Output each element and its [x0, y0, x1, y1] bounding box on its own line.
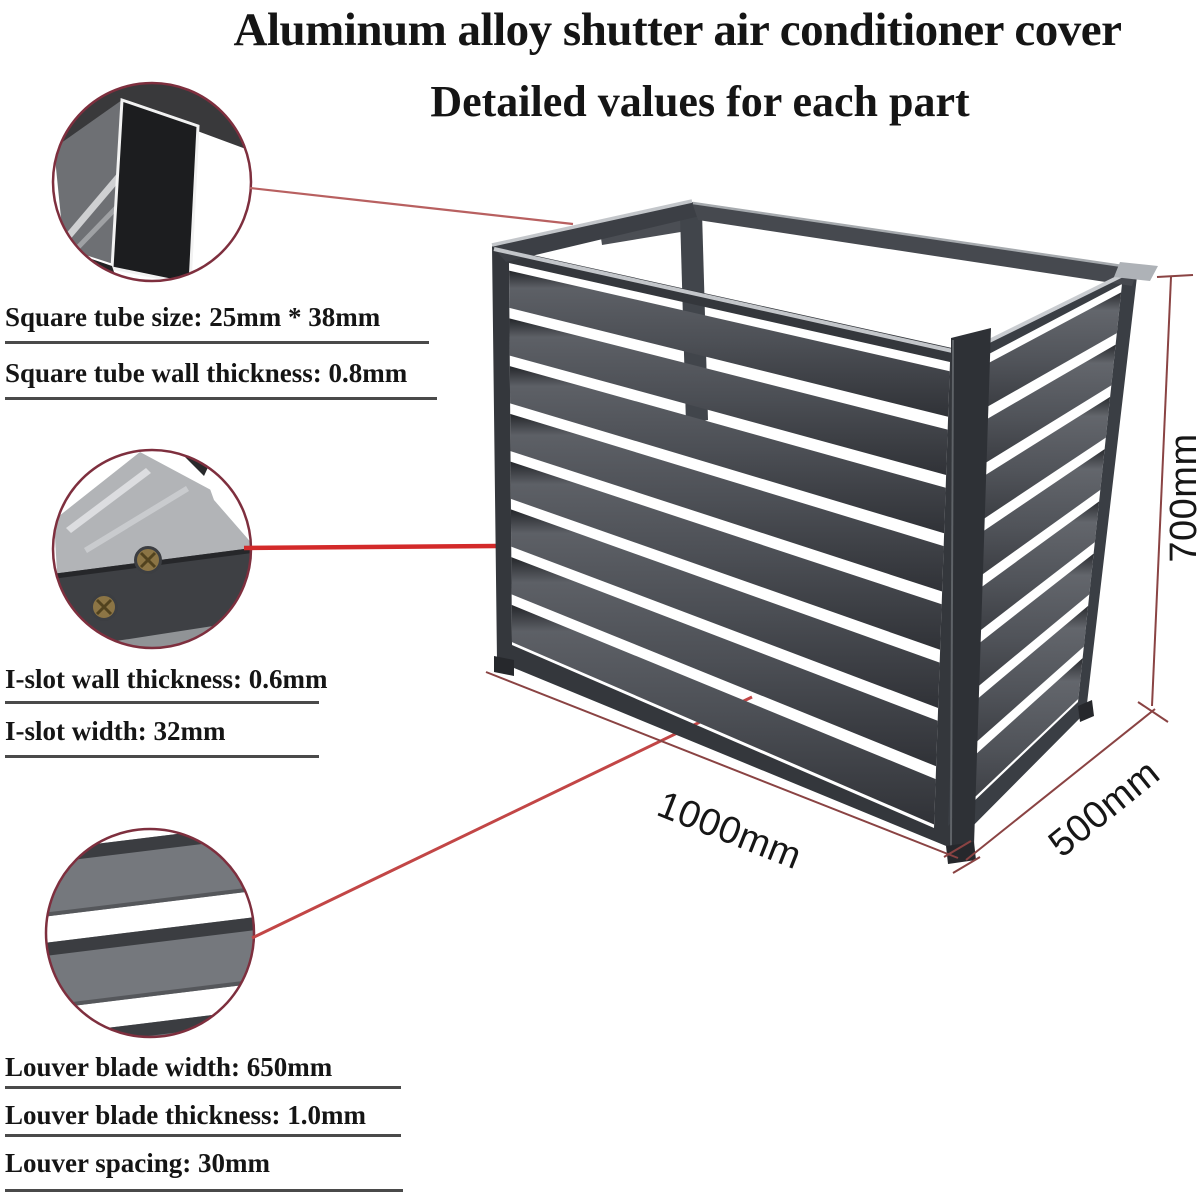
spec-louver-blade-thickness: Louver blade thickness: 1.0mm [5, 1099, 401, 1137]
louver-blade [957, 449, 1105, 593]
louver-blade [963, 292, 1122, 421]
top-frame-left-rail [492, 202, 700, 262]
louver-blade [510, 461, 942, 650]
spec-square-tube-size: Square tube size: 25mm * 38mm [5, 301, 429, 344]
callout-line-square-tube [249, 186, 574, 226]
dimension-width-label: 1000mm [652, 784, 808, 878]
louver-blade [509, 270, 950, 417]
louver-blade [511, 557, 938, 767]
louver-blade [959, 396, 1111, 536]
louver-blade [961, 344, 1116, 478]
louver-blade [948, 658, 1083, 823]
back-rail-highlight [692, 201, 1137, 270]
spec-i-slot-wall-thickness: I-slot wall thickness: 0.6mm [5, 663, 328, 704]
louver-blade [952, 553, 1094, 708]
right-post-cap [1114, 262, 1158, 281]
right-louvers [948, 292, 1122, 823]
spec-louver-blade-width: Louver blade width: 650mm [5, 1051, 401, 1089]
left-rail-highlight [491, 199, 693, 247]
corner-post [951, 328, 991, 848]
callout-circle-square-tube [51, 81, 253, 283]
dimension-height-label: 700mm [1163, 433, 1200, 562]
callout-line-louver [251, 695, 753, 940]
louver-blade [510, 413, 944, 592]
front-rail-highlight [493, 247, 967, 356]
dimension-depth-label: 500mm [1041, 752, 1168, 866]
i-slot-photo [53, 450, 251, 648]
louver-blade [510, 509, 940, 708]
dimension-height: 700mm [1151, 274, 1200, 707]
callout-circle-louver [44, 827, 256, 1039]
louver-blade [509, 318, 948, 475]
front-louvers [509, 270, 950, 825]
interior-rail [600, 215, 699, 245]
ac-cover-illustration [491, 199, 1158, 864]
louver-blade [950, 605, 1089, 766]
louver-blade [509, 366, 946, 534]
louver-blade [511, 604, 936, 825]
spec-louver-spacing: Louver spacing: 30mm [5, 1147, 403, 1192]
screw [134, 546, 162, 574]
top-frame-back-rail [692, 202, 1138, 286]
front-frame [492, 246, 970, 848]
page-title: Aluminum alloy shutter air conditioner c… [233, 4, 1122, 56]
callout-line-i-slot [243, 543, 498, 551]
foot [1078, 700, 1094, 722]
right-rail-highlight [972, 267, 1136, 351]
right-frame [948, 268, 1138, 848]
corner-post-highlight [950, 339, 954, 847]
foot [494, 656, 514, 676]
louver-blade [954, 501, 1100, 651]
page-subtitle: Detailed values for each part [430, 77, 970, 126]
screw [90, 593, 118, 621]
spec-i-slot-width: I-slot width: 32mm [5, 715, 319, 758]
spec-square-tube-wall-thickness: Square tube wall thickness: 0.8mm [5, 357, 437, 400]
